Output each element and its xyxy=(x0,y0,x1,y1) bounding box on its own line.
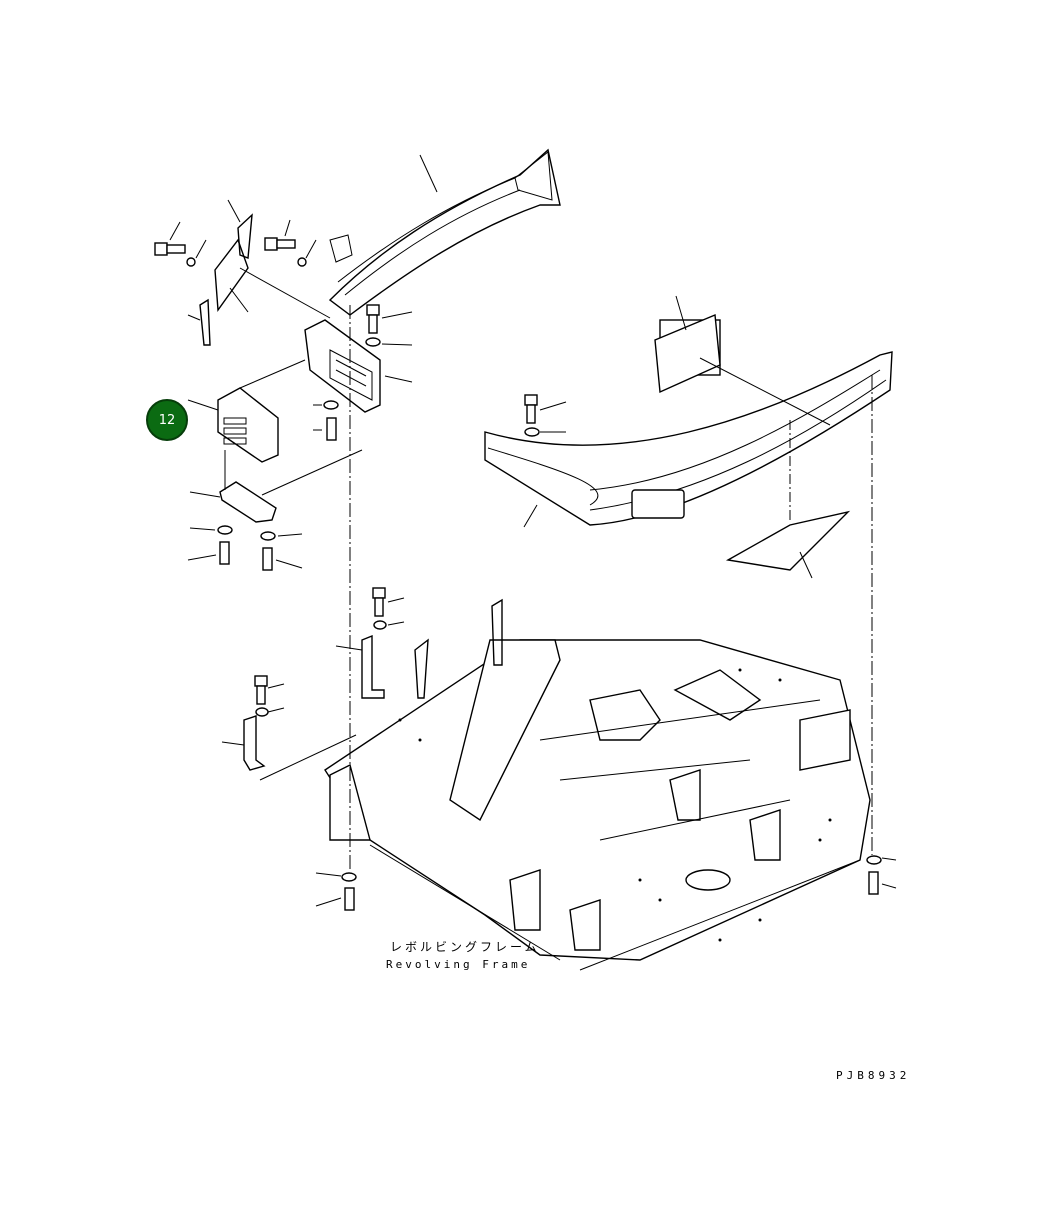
hinge-brackets xyxy=(187,199,331,346)
frame-brackets xyxy=(221,587,503,781)
alignment-lines xyxy=(349,305,873,870)
drawing-code: PJB8932 xyxy=(836,1069,911,1082)
upper-cover-rail xyxy=(328,148,561,316)
mount-block xyxy=(304,304,413,441)
revolving-frame xyxy=(324,639,871,971)
frame-holes xyxy=(398,668,832,942)
lower-bracket-left xyxy=(187,449,363,571)
bottom-bolts xyxy=(315,855,897,911)
counterweight xyxy=(484,295,893,579)
cover-part-12 xyxy=(187,359,306,463)
callout-badge-12[interactable]: 12 xyxy=(146,399,188,441)
caption-english: Revolving Frame xyxy=(386,958,531,971)
bolts-top-left xyxy=(154,219,317,267)
caption-japanese: レボルビングフレーム xyxy=(390,940,540,954)
